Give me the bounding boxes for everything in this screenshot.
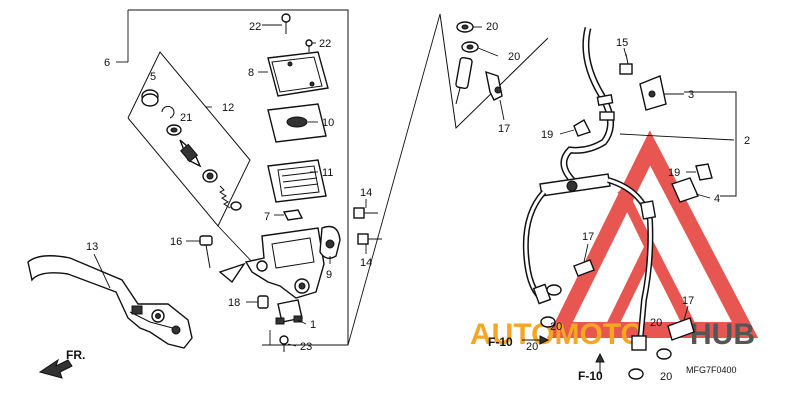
- boot-5: [141, 89, 159, 107]
- callout-2: 2: [744, 135, 750, 147]
- diaphragm-plate-10: [267, 103, 327, 143]
- brake-hose-2: [560, 27, 615, 185]
- diaphragm-11: [267, 159, 327, 203]
- washer: [166, 124, 182, 136]
- washer-20-f: [628, 368, 644, 380]
- spring: [219, 185, 242, 211]
- clamp-3: [639, 75, 667, 111]
- callout-1: 1: [310, 319, 316, 331]
- callout-17-top: 17: [498, 123, 510, 135]
- grommet-19-b: [695, 163, 713, 181]
- callout-22-top: 22: [249, 21, 261, 33]
- callout-19-b: 19: [668, 167, 680, 179]
- switch-1: [275, 299, 303, 325]
- washer-20-d: [540, 316, 556, 328]
- reference-label-f10-b: F-10: [578, 369, 603, 383]
- callout-13: 13: [86, 241, 98, 253]
- reference-arrow-f10-a: [522, 335, 550, 345]
- screw-22-small: [305, 39, 313, 52]
- holder-9: [319, 225, 341, 259]
- group-frame-link: [347, 13, 441, 346]
- watermark-text-automoto: AUTOMOTO: [470, 318, 644, 351]
- callout-7: 7: [264, 211, 270, 223]
- washer-20-e: [656, 348, 672, 360]
- callout-11: 11: [322, 167, 333, 179]
- circlip-21: [161, 105, 175, 119]
- bolt-17-middle: [573, 259, 595, 277]
- hose-splitter: [539, 173, 611, 197]
- callout-21: 21: [180, 112, 192, 124]
- bolt-16: [199, 235, 213, 269]
- callout-20-e: 20: [650, 317, 662, 329]
- callout-20-d: 20: [526, 341, 538, 353]
- callout-14-lower: 14: [360, 257, 372, 269]
- piston: [179, 139, 202, 168]
- callout-17-middle: 17: [582, 231, 594, 243]
- callout-15: 15: [616, 37, 628, 49]
- callout-19-a: 19: [541, 129, 553, 141]
- callout-20-b: 20: [508, 51, 520, 63]
- callout-14-upper: 14: [360, 187, 372, 199]
- reference-arrow-f10-b: [595, 352, 605, 374]
- screw-22-top: [281, 13, 291, 34]
- reservoir-cap-8: [267, 51, 329, 97]
- group-frame-hose-upper: [439, 13, 549, 130]
- callout-20-a: 20: [486, 21, 498, 33]
- group-frame-3-4: [684, 91, 737, 197]
- master-cylinder-body: [218, 227, 325, 299]
- washer-20-a: [456, 21, 474, 33]
- callout-18: 18: [228, 297, 240, 309]
- reference-label-f10-a: F-10: [488, 335, 513, 349]
- callout-6: 6: [104, 57, 110, 69]
- callout-5: 5: [150, 71, 156, 83]
- callout-8: 8: [248, 67, 254, 79]
- callout-9: 9: [326, 269, 332, 281]
- callout-22-small: 22: [319, 38, 331, 50]
- callout-20-f: 20: [660, 371, 672, 383]
- callout-16: 16: [170, 236, 182, 248]
- washer-20-b: [461, 41, 479, 53]
- diagram-code: MFG7F0400: [686, 365, 737, 375]
- callout-12: 12: [222, 102, 234, 114]
- clip-7: [282, 209, 304, 221]
- group-frame-12: [127, 51, 251, 227]
- leader-lines: [93, 24, 735, 347]
- watermark-text-hub: HUB: [690, 318, 755, 351]
- hose-fitting-top: [455, 56, 473, 105]
- bolt-17-lower: [667, 317, 695, 341]
- grommet-19-a: [573, 119, 591, 137]
- clamp-4: [671, 177, 699, 203]
- callout-17-lower: 17: [682, 295, 694, 307]
- callout-23: 23: [300, 341, 312, 353]
- bolt-15: [619, 53, 633, 75]
- washer-20-c: [546, 284, 562, 296]
- cup: [202, 169, 218, 183]
- watermark-logo: [547, 130, 759, 338]
- group-link: [217, 225, 256, 266]
- bolt-17-top: [485, 70, 503, 101]
- brake-lever-13: [27, 255, 193, 349]
- front-arrow-label: FR.: [66, 348, 85, 362]
- cap-18: [257, 295, 269, 309]
- bolt-14-lower: [357, 233, 382, 245]
- bolt-14-upper: [353, 207, 378, 219]
- lower-hose-right: [607, 177, 657, 351]
- group-frame-master-cylinder: [128, 9, 349, 346]
- callout-10: 10: [322, 117, 334, 129]
- screw-23: [279, 335, 289, 352]
- lower-hose-left: [522, 189, 552, 305]
- front-direction-arrow: [38, 358, 73, 379]
- callout-20-c: 20: [550, 321, 562, 333]
- callout-3: 3: [688, 89, 694, 101]
- callout-4: 4: [714, 193, 720, 205]
